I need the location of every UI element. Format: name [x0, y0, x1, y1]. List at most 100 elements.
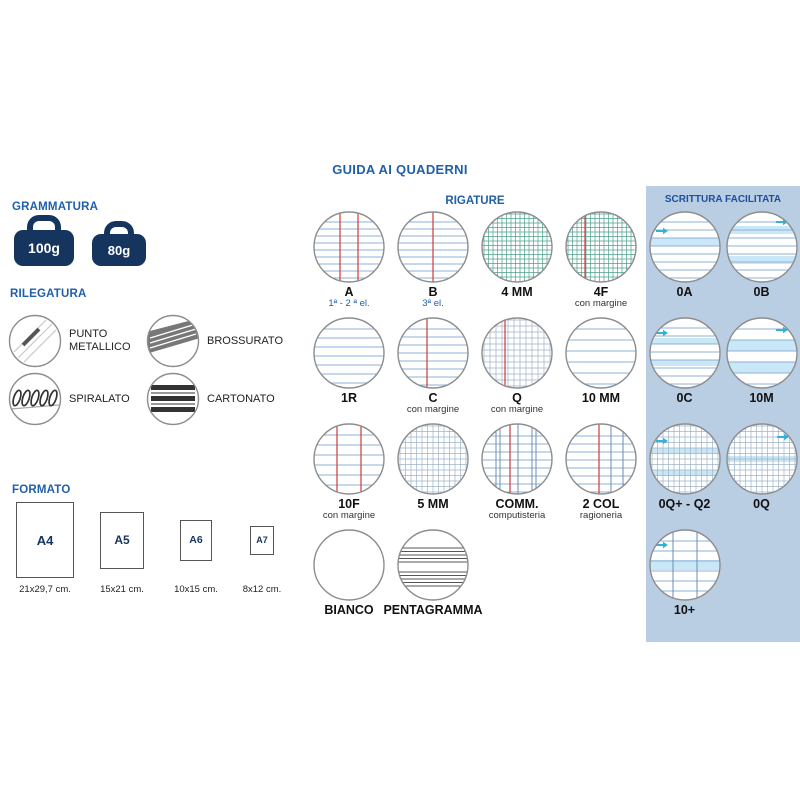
rigature-item-subtitle: con margine: [574, 298, 628, 309]
rigature-item-code: 10F: [338, 497, 360, 511]
rigature-item-subtitle: 1ª - 2 ª el.: [328, 298, 370, 309]
rigature-item-bianco: BIANCO: [307, 528, 391, 634]
rigature-item-subtitle: con margine: [490, 404, 544, 415]
hardcover-binding-icon: [146, 372, 200, 426]
facilitata-item-code: 0C: [676, 391, 693, 405]
rilegatura-label: RILEGATURA: [10, 288, 87, 300]
facilitata-item-0c: 0C: [646, 316, 723, 422]
ruling-pattern-comm: [481, 423, 553, 495]
scrittura-facilitata-panel: SCRITTURA FACILITATA 0A 0B 0C 10M 0Q+ - Q2 0Q…: [646, 186, 800, 642]
format-a4: A4 21x29,7 cm.: [10, 500, 80, 595]
facilitata-item-0q+-q2: 0Q+ - Q2: [646, 422, 723, 528]
rigature-item-code: COMM.: [495, 497, 539, 511]
rigature-item-code: A: [344, 285, 354, 299]
rigature-item-subtitle: con margine: [322, 510, 376, 521]
scrittura-facilitata-label: SCRITTURA FACILITATA: [664, 194, 782, 205]
rigature-item-code: 5 MM: [417, 497, 449, 511]
facilitata-item-code: 10+: [673, 603, 696, 617]
rigature-item-subtitle: computisteria: [488, 510, 546, 521]
facilitata-item-10+: 10+: [646, 528, 723, 634]
facilitata-item-code: 10M: [749, 391, 774, 405]
weight-value: 80g: [92, 234, 146, 266]
ruling-pattern-facil-10plus: [648, 529, 721, 601]
facilitata-item-code: 0Q+ - Q2: [658, 497, 711, 511]
format-a6: A6 10x15 cm.: [170, 500, 222, 595]
format-dimensions: 10x15 cm.: [174, 584, 218, 595]
rigature-item-code: PENTAGRAMMA: [383, 603, 483, 617]
rigature-item-5-mm: 5 MM: [391, 422, 475, 528]
rigature-item-code: Q: [512, 391, 522, 405]
ruling-pattern-lines-b: [397, 211, 469, 283]
rilegatura-item-label: BROSSURATO: [207, 334, 283, 347]
rilegatura-item-label: CARTONATO: [207, 392, 275, 405]
format-sheet-area: A4: [16, 500, 74, 580]
rilegatura-item-spiralato: SPIRALATO: [8, 372, 149, 426]
grammatura-label: GRAMMATURA: [12, 201, 99, 213]
ruling-pattern-blank: [313, 529, 385, 601]
format-sheet-area: A6: [180, 500, 212, 580]
ruling-pattern-facil-0c: [648, 317, 721, 389]
rigature-item-10-mm: 10 MM: [559, 316, 643, 422]
rigature-item-1r: 1R: [307, 316, 391, 422]
facilitata-item-0b: 0B: [723, 210, 800, 316]
facilitata-item-0a: 0A: [646, 210, 723, 316]
formato-label: FORMATO: [12, 484, 71, 496]
weight-handle: [104, 221, 134, 236]
weight-icon-80g: 80g: [92, 221, 146, 266]
rigature-item-pentagramma: PENTAGRAMMA: [383, 528, 483, 634]
rigature-item-4-mm: 4 MM: [475, 210, 559, 316]
ruling-pattern-lines-a: [313, 211, 385, 283]
format-a5: A5 15x21 cm.: [92, 500, 152, 595]
facilitata-item-code: 0B: [753, 285, 770, 299]
rilegatura-item-brossurato: BROSSURATO: [146, 314, 287, 368]
grammatura-weights: 100g 80g: [14, 215, 146, 266]
rigature-item-code: 10 MM: [581, 391, 621, 405]
glued-binding-icon: [146, 314, 200, 368]
rigature-item-comm-: COMM.computisteria: [475, 422, 559, 528]
staple-binding-icon: [8, 314, 62, 368]
ruling-pattern-penta: [397, 529, 469, 601]
weight-value: 100g: [14, 230, 74, 266]
facilitata-item-10m: 10M: [723, 316, 800, 422]
page-title: GUIDA AI QUADERNI: [332, 162, 468, 177]
rigature-item-code: 2 COL: [582, 497, 620, 511]
ruling-pattern-lines-c: [397, 317, 469, 389]
rilegatura-item-punto-metallico: PUNTO METALLICO: [8, 314, 149, 368]
ruling-pattern-grid-5mm: [397, 423, 469, 495]
rigature-item-code: 1R: [341, 391, 357, 405]
ruling-pattern-grid-4f: [565, 211, 637, 283]
rigature-item-code: 4 MM: [501, 285, 533, 299]
facilitata-item-code: 0Q: [753, 497, 770, 511]
rigature-item-subtitle: con margine: [406, 404, 460, 415]
rigature-item-code: 4F: [593, 285, 609, 299]
ruling-pattern-facil-10m: [725, 317, 798, 389]
rigature-label: RIGATURE: [445, 195, 505, 207]
rilegatura-item-label: PUNTO METALLICO: [69, 328, 131, 353]
facilitata-grid: 0A 0B 0C 10M 0Q+ - Q2 0Q 10+: [646, 210, 800, 634]
rigature-item-subtitle: ragioneria: [579, 510, 623, 521]
weight-icon-100g: 100g: [14, 215, 74, 266]
format-dimensions: 15x21 cm.: [100, 584, 144, 595]
rigature-item-subtitle: 3ª el.: [422, 298, 444, 309]
format-dimensions: 21x29,7 cm.: [19, 584, 71, 595]
format-sheet-area: A7: [250, 500, 274, 580]
weight-handle: [27, 215, 61, 232]
ruling-pattern-lines-10f: [313, 423, 385, 495]
ruling-pattern-grid-q: [481, 317, 553, 389]
format-sheet-area: A5: [100, 500, 144, 580]
facilitata-item-code: 0A: [676, 285, 693, 299]
format-sheet: A4: [16, 502, 74, 578]
rigature-item-code: B: [428, 285, 438, 299]
facilitata-item-0q: 0Q: [723, 422, 800, 528]
rigature-item-code: C: [428, 391, 438, 405]
rilegatura-item-label: SPIRALATO: [69, 392, 130, 405]
ruling-pattern-twocol: [565, 423, 637, 495]
